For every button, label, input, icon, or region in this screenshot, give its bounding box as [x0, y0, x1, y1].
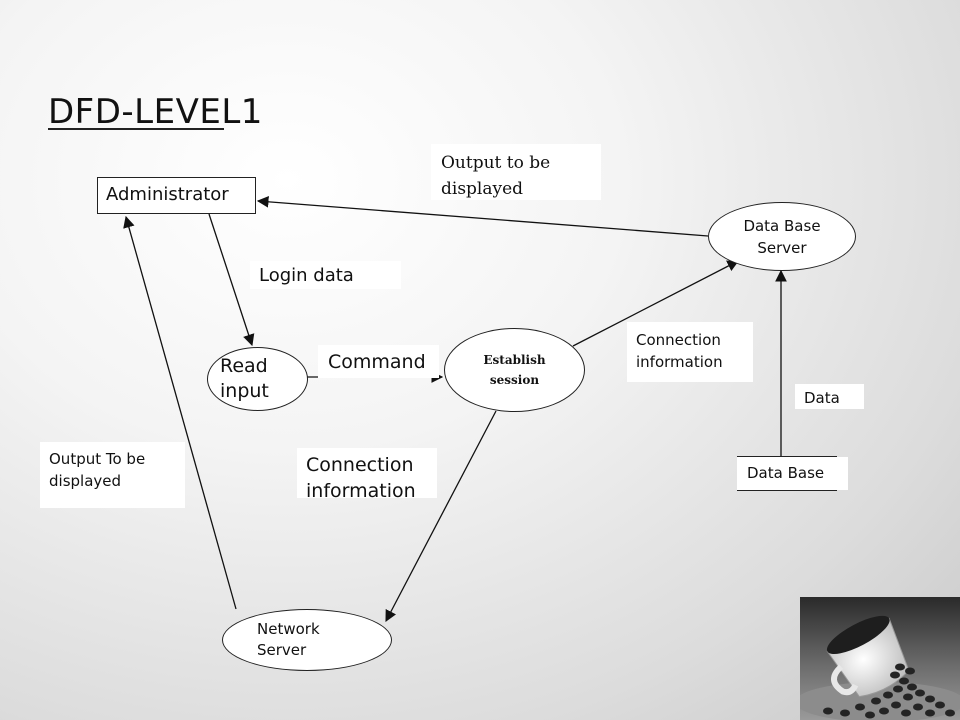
- administrator-label: Administrator: [106, 184, 229, 205]
- network-server-label: Network Server: [257, 620, 320, 659]
- flow-output-to-be-displayed-top: Output to be displayed: [431, 144, 601, 200]
- flow-data: Data: [795, 384, 864, 409]
- flow-login-data: Login data: [250, 261, 401, 289]
- database-label: Data Base: [747, 464, 825, 482]
- establish-session-label: Establish session: [483, 353, 546, 387]
- flow-output-to-be-displayed-left: Output To be displayed: [40, 442, 185, 508]
- database-store: Data Base: [737, 456, 837, 491]
- title-underline: [48, 128, 224, 130]
- database-server-label: Data Base Server: [743, 216, 821, 257]
- flow-command: Command: [318, 345, 439, 378]
- read-input-label: Read input: [220, 355, 269, 402]
- flow-connection-information-mid: Connection information: [297, 448, 437, 498]
- network-server-process: Network Server: [222, 609, 392, 671]
- arrow-admin-to-readinput: [208, 213, 255, 347]
- arrow-session-to-network: [385, 410, 497, 623]
- administrator-entity: Administrator: [97, 177, 256, 214]
- database-label-bg: [837, 457, 848, 490]
- database-server-process: Data Base Server: [708, 202, 856, 271]
- arrow-session-to-dbserver: [572, 260, 740, 347]
- establish-session-process: Establish session: [444, 328, 585, 412]
- arrow-network-to-admin: [123, 215, 237, 610]
- coffee-cup-beans-image: [800, 597, 960, 720]
- flow-connection-information-right: Connection information: [627, 322, 753, 382]
- slide-title: DFD-LEVEL1: [48, 92, 263, 132]
- read-input-process: Read input: [207, 347, 308, 411]
- arrow-dbserver-to-admin: [256, 195, 709, 237]
